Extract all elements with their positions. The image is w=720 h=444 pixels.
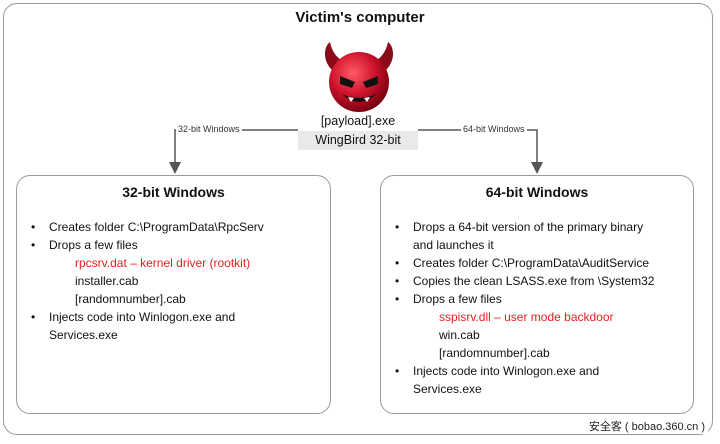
list-item: •Creates folder C:\ProgramData\RpcServ <box>31 220 264 234</box>
devil-icon <box>325 42 393 119</box>
box-title-32bit: 32-bit Windows <box>122 184 225 200</box>
payload-filename: [payload].exe <box>320 114 396 128</box>
list-item: •Copies the clean LSASS.exe from \System… <box>395 274 655 288</box>
box-title-64bit: 64-bit Windows <box>485 184 589 200</box>
sub-file: installer.cab <box>75 274 139 288</box>
diagram-title: Victim's computer <box>295 9 425 26</box>
arrow-right <box>418 129 543 174</box>
arrow-label-32bit: 32-bit Windows <box>176 124 242 135</box>
list-item: •Drops a 64-bit version of the primary b… <box>395 220 644 252</box>
box-32bit-windows: 32-bit Windows •Creates folder C:\Progra… <box>16 175 331 414</box>
list-item: •Drops a few files <box>31 238 138 252</box>
sub-file: [randomnumber].cab <box>439 346 550 360</box>
list-item: •Drops a few files <box>395 292 502 306</box>
rootkit-file: rpcsrv.dat – kernel driver (rootkit) <box>75 256 251 270</box>
arrow-left <box>169 129 298 174</box>
backdoor-file: sspisrv.dll – user mode backdoor <box>439 310 614 324</box>
payload-variant: WingBird 32-bit <box>298 131 418 150</box>
list-item: •Creates folder C:\ProgramData\AuditServ… <box>395 256 650 270</box>
arrow-label-64bit: 64-bit Windows <box>461 124 527 135</box>
sub-file: [randomnumber].cab <box>75 292 186 306</box>
watermark: 安全客 ( bobao.360.cn ) <box>585 418 708 434</box>
sub-file: win.cab <box>439 328 480 342</box>
box-64bit-windows: 64-bit Windows •Drops a 64-bit version o… <box>380 175 694 414</box>
payload-label: [payload].exe WingBird 32-bit <box>298 113 418 150</box>
